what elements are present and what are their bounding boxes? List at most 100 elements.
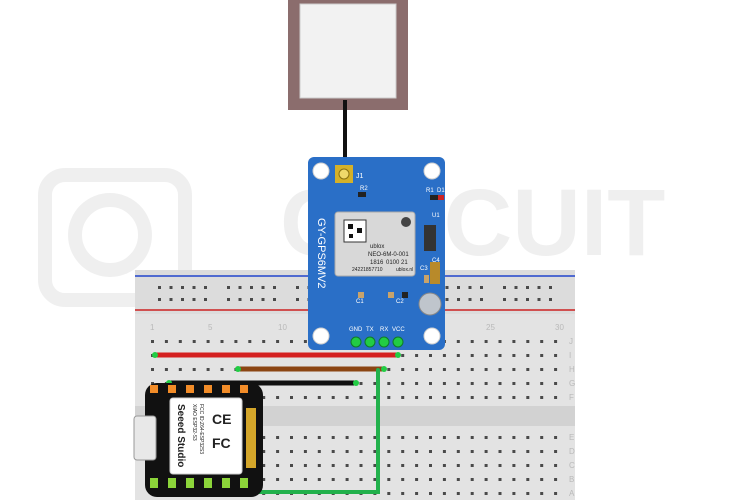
breadboard-hole [401,396,405,399]
breadboard-hole [317,396,321,399]
breadboard-hole [317,450,321,453]
breadboard-hole [429,478,432,481]
breadboard-hole [445,286,449,289]
breadboard-hole [540,368,544,371]
chip-line: ublox.nl [396,267,413,273]
capacitor-c4 [430,262,440,284]
breadboard-hole [512,354,516,357]
breadboard-hole [429,436,432,439]
capacitor-c1 [358,292,364,298]
breadboard-hole [484,340,488,343]
mounting-hole [423,327,441,345]
breadboard-hole [151,340,154,343]
component-label: C4 [432,258,440,264]
breadboard-hole [276,464,280,467]
breadboard-hole [415,368,419,371]
breadboard-hole [387,464,391,467]
breadboard-hole [429,354,432,357]
breadboard-hole [498,464,502,467]
breadboard-hole [158,286,161,289]
breadboard-hole [498,492,502,495]
pin-pad [204,478,212,488]
gps-module: J1 GY-GPS6MV2 ublox NEO-6M-0-001 1816 01… [308,157,445,350]
breadboard-hole [456,478,460,481]
breadboard-hole [554,450,558,453]
breadboard-hole [554,464,558,467]
mounting-hole [312,162,330,180]
breadboard-hole [470,450,474,453]
breadboard-hole [387,382,391,385]
breadboard-hole [181,286,184,289]
breadboard-hole [401,464,405,467]
pin-label: VCC [392,327,405,333]
qr-code-block [357,228,362,233]
breadboard-hole [540,492,544,495]
antenna-connector [246,408,256,468]
component-label: C3 [420,266,428,272]
breadboard-hole [345,436,349,439]
breadboard-hole [387,478,391,481]
pin-rx [378,336,390,348]
wire-endpoint [381,366,387,372]
breadboard-hole [442,354,446,357]
board-name: GY-GPS6MV2 [315,218,327,289]
breadboard-hole [276,450,280,453]
breadboard-hole [484,396,488,399]
breadboard-hole [514,298,518,301]
breadboard-hole [429,382,432,385]
breadboard-hole [526,298,529,301]
breadboard-hole [248,340,252,343]
model-label: XIAO ESP32-S3 [191,404,197,441]
chip-line: 0100 21 [386,260,408,266]
breadboard-hole [387,492,391,495]
breadboard-hole [261,286,265,289]
breadboard-hole [512,340,516,343]
breadboard-hole [415,450,419,453]
pin-pad [168,478,176,488]
breadboard-hole [554,492,558,495]
breadboard-hole [331,450,335,453]
breadboard-hole [498,436,502,439]
breadboard-hole [373,464,377,467]
breadboard-hole [442,492,446,495]
breadboard-hole [554,382,558,385]
breadboard-hole [317,464,321,467]
col-number: 5 [208,323,213,332]
breadboard-hole [415,396,419,399]
breadboard-hole [456,382,460,385]
breadboard-hole [290,464,293,467]
breadboard-hole [456,450,460,453]
component [402,292,408,298]
breadboard-hole [512,450,516,453]
breadboard-hole [526,492,530,495]
breadboard-hole [262,464,266,467]
breadboard-hole [540,478,544,481]
breadboard-hole [331,396,335,399]
breadboard-hole [470,340,474,343]
breadboard-hole [387,396,391,399]
row-letter: I [569,351,571,360]
breadboard-hole [484,492,488,495]
breadboard-hole [345,478,349,481]
breadboard-hole [498,478,502,481]
pin-pad [186,385,194,393]
antenna-ceramic [299,3,397,99]
breadboard-hole [484,382,488,385]
row-letter: D [569,447,575,456]
breadboard-hole [526,478,530,481]
breadboard-hole [178,340,182,343]
rf-shield [169,397,243,475]
breadboard-hole [238,286,242,289]
capacitor-c3 [424,275,429,283]
breadboard-hole [164,368,168,371]
breadboard-hole [290,340,293,343]
mounting-hole [312,327,330,345]
breadboard-hole [470,492,474,495]
usb-c-port [133,415,157,461]
mounting-hole [423,162,441,180]
breadboard-hole [512,396,516,399]
breadboard-hole [169,298,173,301]
breadboard-hole [470,396,474,399]
breadboard-hole [296,298,299,301]
